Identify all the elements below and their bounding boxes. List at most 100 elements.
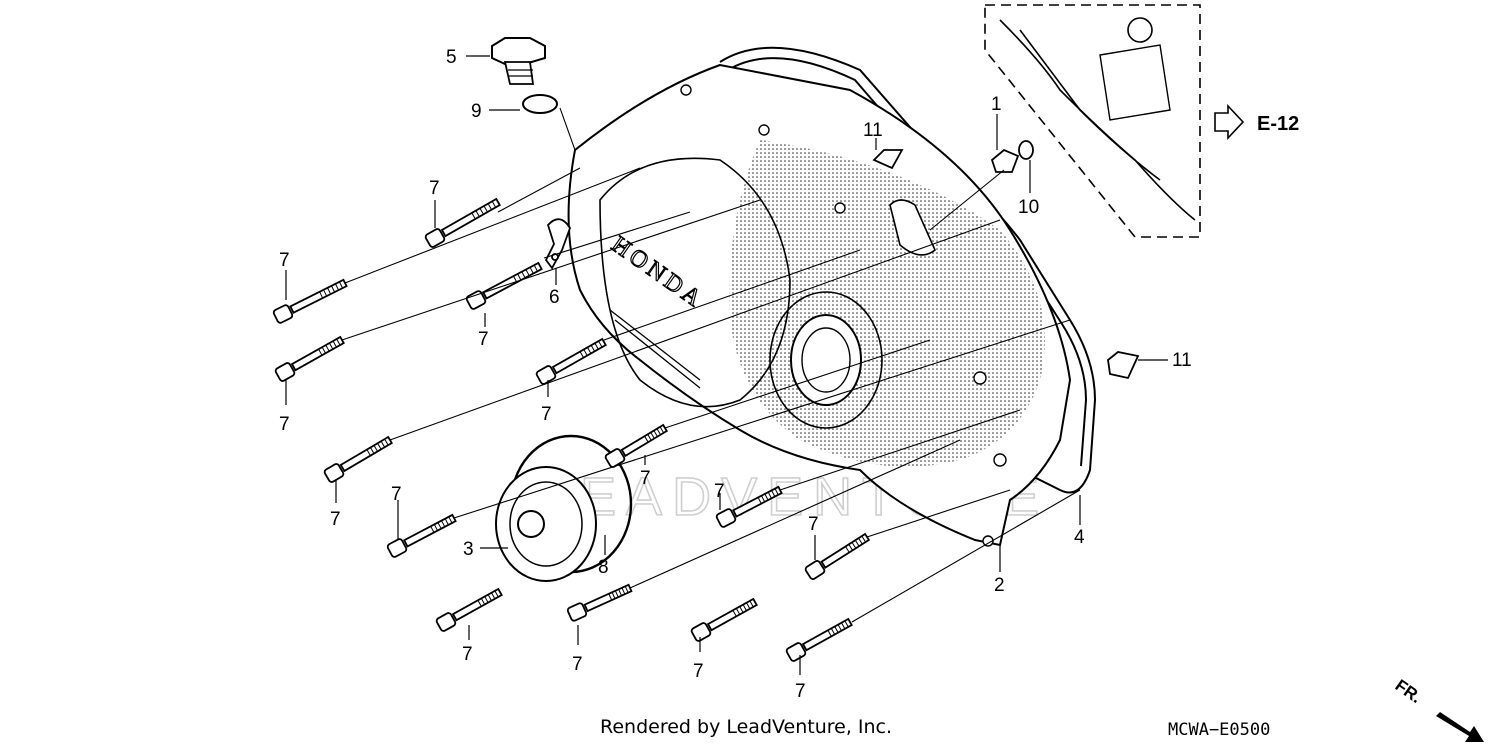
bolt-thread (370, 447, 375, 454)
callout-7: 7 (462, 644, 473, 665)
bolt-7[interactable] (424, 197, 501, 248)
bolt-group-part-7[interactable] (272, 197, 871, 662)
callout-7: 7 (279, 414, 290, 435)
bolt-7[interactable] (435, 587, 503, 632)
bolt-shaft (820, 532, 871, 569)
bolt-7[interactable] (535, 337, 607, 385)
bolt-thread (384, 438, 389, 446)
part-1[interactable] (990, 148, 1020, 173)
bolt-thread (323, 289, 328, 297)
callout-10: 10 (1018, 197, 1039, 218)
bolt-thread (614, 590, 619, 598)
bolt-7[interactable] (566, 583, 633, 622)
bolt-thread (433, 524, 439, 531)
bolt-thread (321, 346, 327, 354)
callout-2: 2 (994, 575, 1005, 596)
bolt-7[interactable] (386, 513, 457, 558)
callout-7: 7 (391, 484, 402, 505)
callout-9: 9 (471, 101, 482, 122)
bolt-head (274, 362, 296, 382)
bolt-thread (448, 516, 453, 524)
bolt-head (386, 538, 408, 558)
bolt-thread (327, 287, 332, 295)
bolt-thread (845, 546, 850, 553)
bolt-thread (477, 600, 482, 607)
reference-label[interactable]: E-12 (1257, 113, 1299, 135)
bolt-thread (491, 201, 497, 208)
bolt-head (424, 228, 446, 248)
bolt-7[interactable] (804, 532, 871, 580)
crankcase-cover-part-2[interactable]: HONDA (567, 63, 1072, 547)
bolt-thread (336, 338, 341, 346)
bolt-shaft (339, 435, 394, 473)
bolt-thread (848, 544, 853, 551)
bolt-thread (494, 590, 499, 598)
bolt-thread (331, 285, 336, 293)
bolt-thread (521, 271, 526, 279)
bolt-7[interactable] (272, 278, 348, 324)
bolt-thread (732, 610, 737, 617)
callout-7: 7 (693, 661, 704, 682)
bolt-thread (487, 594, 492, 601)
bolt-head (690, 622, 712, 642)
bolt-thread (525, 269, 530, 276)
bolt-7[interactable] (690, 597, 758, 642)
bolt-head (272, 304, 294, 324)
bolt-shaft (403, 513, 457, 548)
bolt-head (604, 448, 626, 468)
plug-part-3[interactable] (495, 434, 633, 582)
bolt-shaft (290, 335, 345, 372)
clamp-part-6[interactable] (544, 218, 571, 270)
callout-8: 8 (598, 557, 609, 578)
bolt-thread (517, 273, 522, 281)
callout-7: 7 (429, 178, 440, 199)
bolt-thread (624, 586, 629, 593)
bolt-7[interactable] (785, 617, 853, 662)
bolt-thread (484, 596, 489, 603)
bolt-thread (659, 426, 665, 434)
bolt-7[interactable] (715, 485, 783, 528)
bolt-shaft (801, 617, 853, 652)
callout-7: 7 (478, 329, 489, 350)
bolt-shaft (440, 197, 501, 238)
callout-lines (285, 55, 1168, 675)
callout-5: 5 (446, 47, 457, 68)
diagram-code: MCWA−E0500 (1168, 720, 1271, 740)
o-ring-part-9[interactable] (522, 94, 558, 114)
bolt-thread (583, 349, 588, 356)
bolt-thread (761, 495, 766, 503)
bolt-thread (328, 342, 334, 350)
bolt-shaft (451, 587, 503, 622)
bolt-thread (739, 606, 744, 613)
bolt-head (535, 365, 557, 385)
bolt-thread (587, 347, 592, 354)
bolt-7[interactable] (323, 435, 394, 483)
dowel-pin-part-11[interactable] (872, 149, 1140, 380)
bolt-head (566, 602, 588, 622)
bolt-thread (441, 520, 446, 528)
assembly-guide-lines (341, 107, 1081, 623)
bolt-thread (644, 435, 649, 443)
bolt-thread (621, 587, 626, 595)
callout-7: 7 (541, 404, 552, 425)
reference-e12[interactable]: E-12 (1214, 103, 1299, 141)
bolt-thread (827, 630, 832, 637)
washer-part-10[interactable] (1018, 140, 1034, 160)
bolt-thread (647, 434, 652, 441)
bolt-thread (590, 345, 596, 352)
bolt-thread (854, 539, 860, 547)
bolt-thread (656, 428, 662, 435)
bolt-thread (480, 598, 486, 605)
oil-filler-cap-part-5[interactable] (491, 37, 546, 85)
bolt-thread (774, 488, 779, 496)
bolt-7[interactable] (465, 261, 543, 310)
bolt-thread (830, 628, 836, 635)
bolt-thread (598, 340, 603, 348)
bolt-7[interactable] (604, 423, 669, 468)
bolt-head (323, 463, 345, 483)
callout-7: 7 (808, 514, 819, 535)
callout-1: 1 (991, 94, 1002, 115)
bolt-7[interactable] (274, 335, 345, 382)
bolt-thread (325, 344, 330, 352)
